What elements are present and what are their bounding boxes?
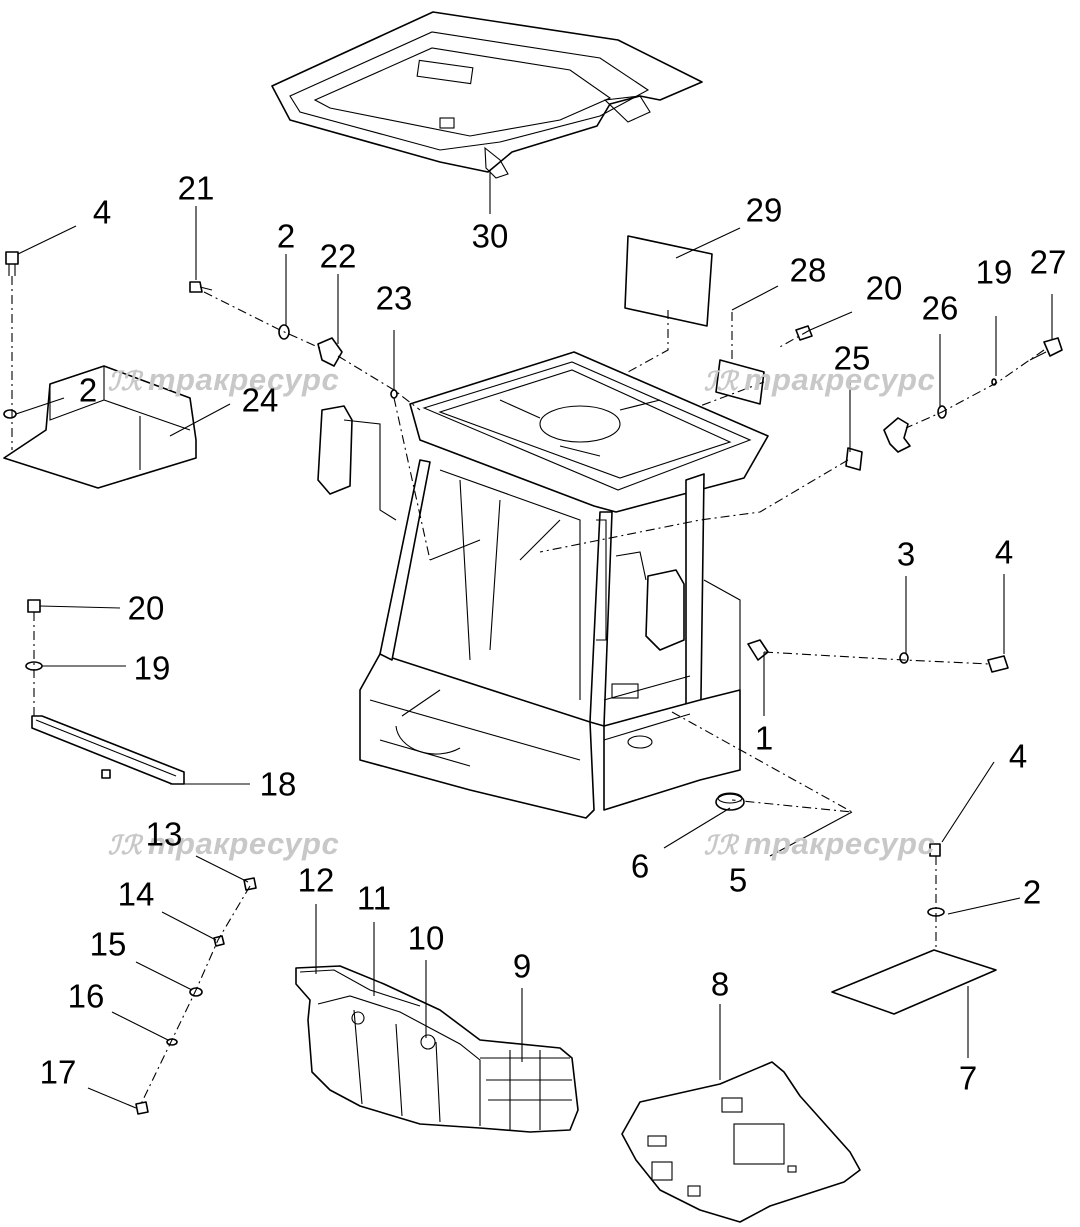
- callout-9: 9: [512, 947, 532, 985]
- watermark-text: тракресурс: [147, 362, 340, 397]
- watermark-logo: ℐℛ: [108, 366, 142, 396]
- part-9-12-console-cover: [295, 965, 579, 1133]
- callout-6: 6: [630, 847, 650, 885]
- callout-19: 19: [975, 253, 1013, 291]
- callout-15: 15: [89, 925, 127, 963]
- callout-22: 22: [319, 237, 357, 275]
- watermark-logo: ℐℛ: [704, 830, 738, 860]
- callout-27: 27: [1029, 243, 1067, 281]
- callout-11: 11: [356, 879, 392, 917]
- callout-2: 2: [1022, 873, 1042, 911]
- callout-4: 4: [994, 533, 1014, 571]
- callout-20: 20: [127, 589, 165, 627]
- cab-frame: [317, 351, 769, 819]
- part-4-bolt-left: [3, 251, 19, 419]
- callout-2: 2: [276, 217, 296, 255]
- callout-4: 4: [1008, 737, 1028, 775]
- watermark-text: тракресурс: [743, 362, 936, 397]
- callout-18: 18: [259, 765, 297, 803]
- part-28-decal: [715, 359, 765, 405]
- callout-5: 5: [728, 861, 748, 899]
- callout-21: 21: [177, 169, 215, 207]
- callout-12: 12: [297, 861, 335, 899]
- callout-17: 17: [39, 1053, 77, 1091]
- watermark-logo: ℐℛ: [704, 366, 738, 396]
- callout-8: 8: [710, 965, 730, 1003]
- callout-1: 1: [754, 719, 774, 757]
- part-18-hinge-strip: [31, 715, 185, 785]
- hardware-small: [189, 281, 1009, 673]
- callout-13: 13: [145, 815, 183, 853]
- callout-29: 29: [745, 191, 783, 229]
- part-6-plug: [715, 792, 745, 811]
- part-7-floor-plate: [831, 843, 997, 1015]
- callout-19: 19: [133, 649, 171, 687]
- part-30-roof-liner: [271, 11, 703, 179]
- callout-26: 26: [921, 289, 959, 327]
- callout-28: 28: [789, 251, 827, 289]
- callout-25: 25: [833, 339, 871, 377]
- watermark-text: тракресурс: [743, 826, 936, 861]
- part-8-floor-mat: [621, 1061, 861, 1223]
- watermark-logo: ℐℛ: [108, 830, 142, 860]
- callout-10: 10: [407, 919, 445, 957]
- part-29-label-plate: [624, 235, 713, 327]
- callout-2: 2: [78, 371, 98, 409]
- callout-7: 7: [958, 1059, 978, 1097]
- part-27-bolt: [1029, 337, 1063, 361]
- leader-lines: [11, 170, 1053, 1109]
- callout-23: 23: [375, 279, 413, 317]
- part-24-cover-box: [3, 365, 197, 489]
- callout-30: 30: [471, 217, 509, 255]
- hardware-pins-13-17: [135, 877, 257, 1115]
- callout-20: 20: [865, 269, 903, 307]
- callout-14: 14: [117, 875, 155, 913]
- watermark-text: тракресурс: [147, 826, 340, 861]
- callout-24: 24: [241, 381, 279, 419]
- callout-16: 16: [67, 977, 105, 1015]
- part-25-bracket: [845, 447, 863, 471]
- callout-4: 4: [92, 193, 112, 231]
- part-26-clip: [883, 417, 911, 453]
- callout-3: 3: [896, 535, 916, 573]
